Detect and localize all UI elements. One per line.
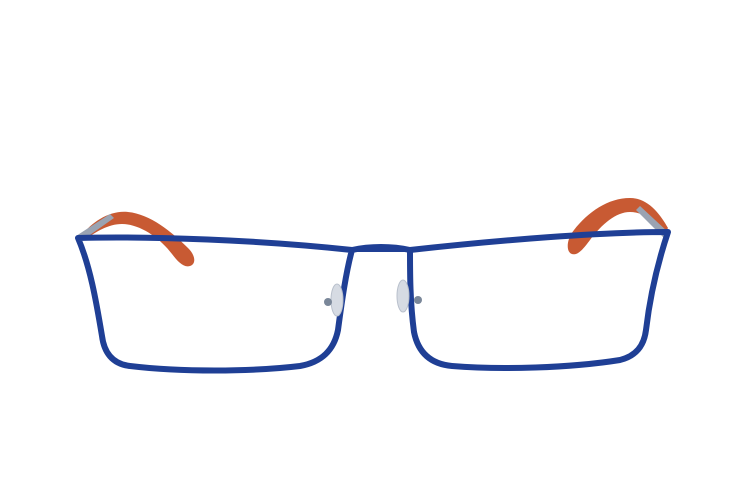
right-lens-rim bbox=[407, 229, 671, 371]
right-pad-screw bbox=[414, 296, 422, 304]
left-temple-arm bbox=[82, 211, 195, 267]
left-pad-screw bbox=[324, 298, 332, 306]
left-nose-pad bbox=[330, 283, 344, 317]
right-nose-pad bbox=[396, 279, 410, 313]
left-lens-rim bbox=[75, 234, 355, 374]
